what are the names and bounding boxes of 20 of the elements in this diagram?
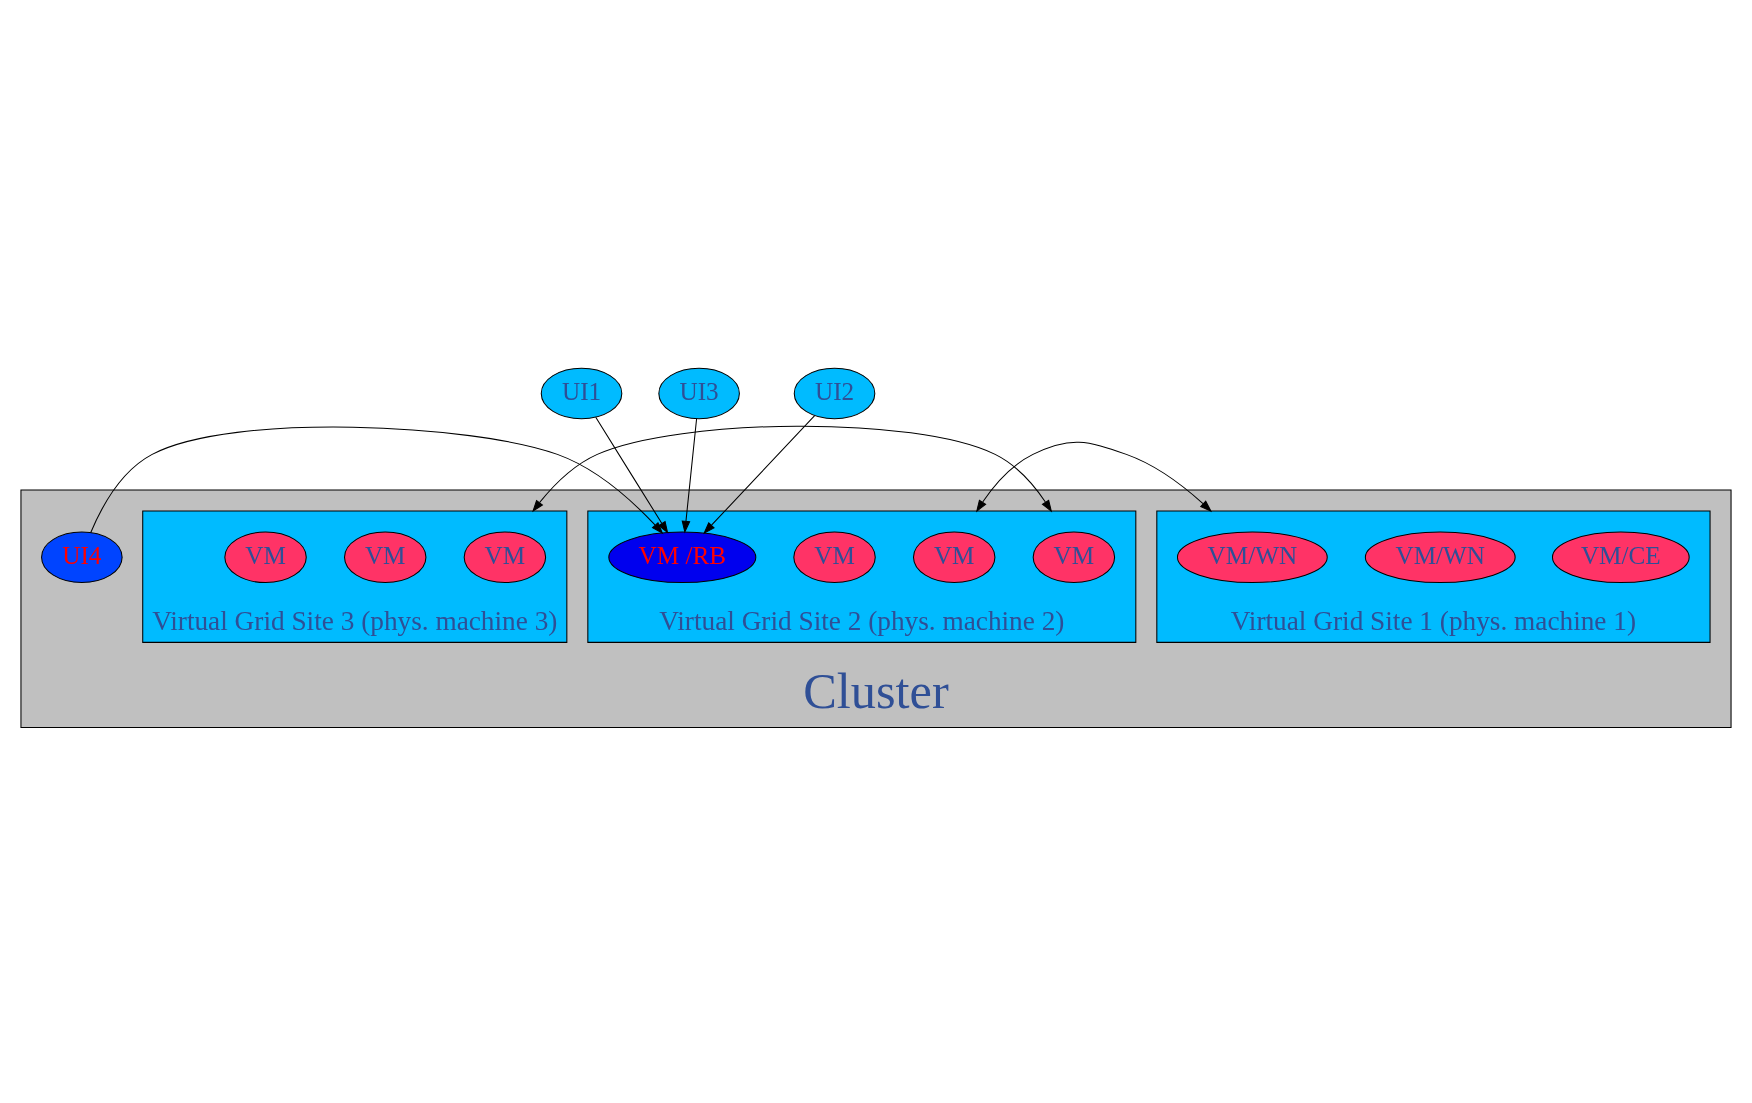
arrow bbox=[532, 425, 1053, 512]
node-ellipse: VM bbox=[463, 531, 547, 583]
node-ellipse: VM /RB bbox=[608, 531, 757, 583]
node-ellipse: VM/CE bbox=[1551, 531, 1690, 583]
node-ellipse: UI1 bbox=[540, 367, 623, 419]
node-ellipse: VM/WN bbox=[1364, 531, 1516, 583]
arrow bbox=[703, 414, 816, 534]
arrow bbox=[90, 426, 664, 534]
arrow bbox=[975, 441, 1213, 512]
node-ellipse: UI2 bbox=[793, 367, 876, 419]
arrow bbox=[595, 416, 669, 534]
node-ellipse: VM bbox=[224, 531, 307, 583]
node-ellipse: VM bbox=[912, 531, 996, 583]
node-ellipse: VM bbox=[1032, 531, 1116, 583]
node-ellipse: UI4 bbox=[41, 531, 123, 583]
node-ellipse: UI3 bbox=[658, 367, 740, 419]
arrow bbox=[681, 417, 698, 533]
node-ellipse: VM/WN bbox=[1176, 531, 1328, 583]
node-ellipse: VM bbox=[344, 531, 427, 583]
node-ellipse: VM bbox=[793, 531, 876, 583]
